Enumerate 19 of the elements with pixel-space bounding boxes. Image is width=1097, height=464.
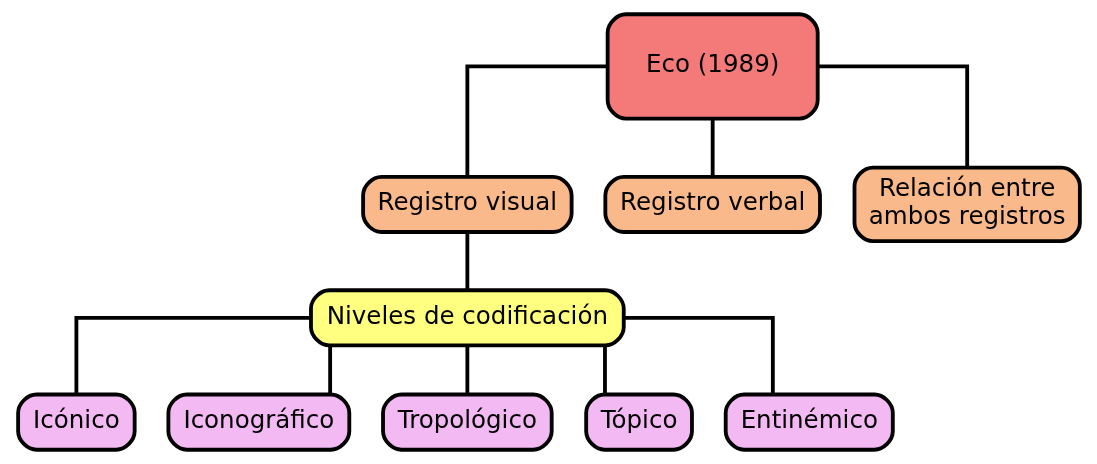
connector bbox=[623, 315, 775, 395]
node-box: Tópico bbox=[583, 392, 694, 452]
node-box: Registro visual bbox=[360, 174, 574, 234]
node-box: Eco (1989) bbox=[605, 12, 820, 121]
connector bbox=[602, 345, 607, 395]
connector bbox=[710, 118, 715, 177]
node-box: Entinémico bbox=[723, 392, 895, 452]
node-box: Relación entre ambos registros bbox=[852, 165, 1082, 244]
node-box: Registro verbal bbox=[602, 174, 822, 234]
connector bbox=[327, 345, 332, 395]
connector bbox=[73, 315, 311, 395]
connector bbox=[464, 345, 469, 395]
node-box: Iconográfico bbox=[165, 392, 351, 452]
node-box: Icónico bbox=[15, 392, 137, 452]
node-box: Niveles de codificación bbox=[308, 288, 626, 348]
connector bbox=[817, 64, 969, 168]
connector bbox=[464, 64, 607, 177]
node-box: Tropológico bbox=[380, 392, 554, 452]
connector bbox=[464, 232, 469, 291]
